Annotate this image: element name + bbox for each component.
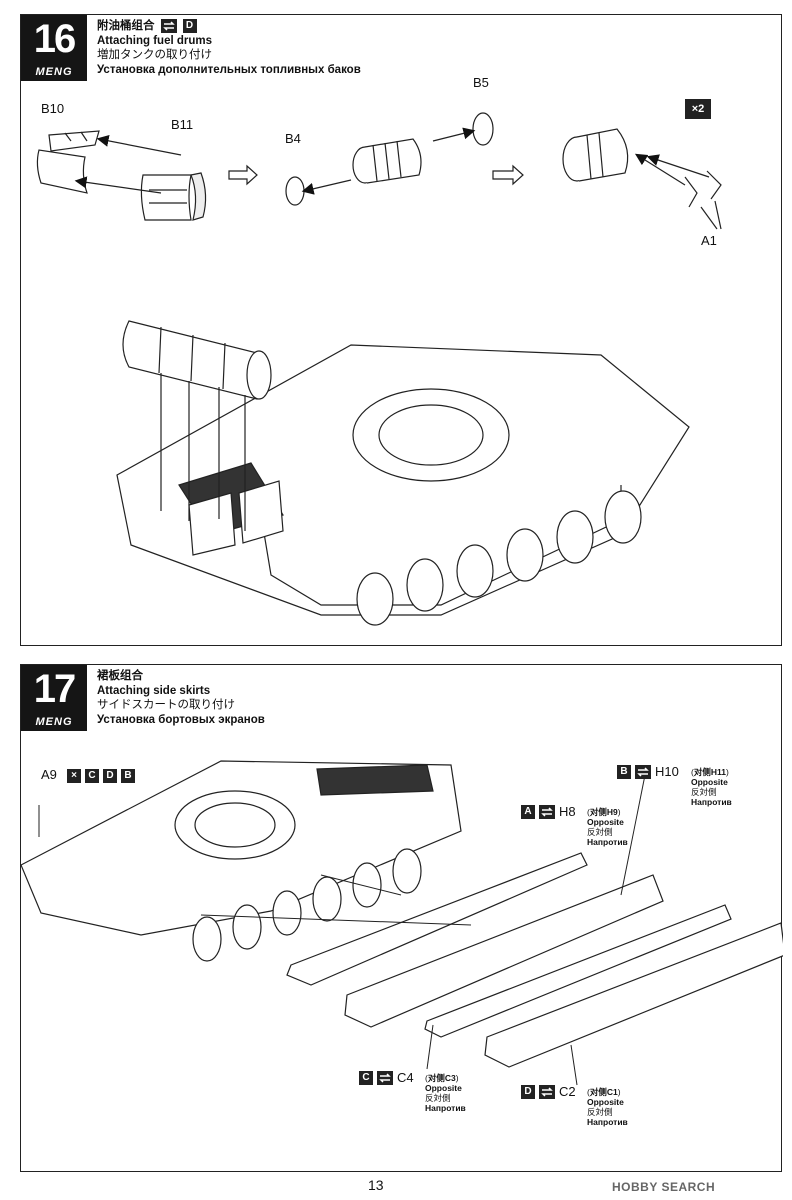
variant-letter-badge: D — [521, 1085, 535, 1099]
variant-letter-badge: C — [85, 769, 99, 783]
opposite-note-h11: (对侧H11) Opposite 反対側 Напротив — [691, 767, 732, 807]
swap-icon — [539, 805, 555, 819]
part-label-b11: B11 — [171, 117, 194, 132]
step-titles: 裙板组合 Attaching side skirts サイドスカートの取り付け … — [97, 669, 265, 727]
swap-icon — [377, 1071, 393, 1085]
watermark: HOBBY SEARCH — [612, 1180, 716, 1194]
variant-letter-badge: C — [359, 1071, 373, 1085]
opposite-note-c3: (对侧C3) Opposite 反対側 Напротив — [425, 1073, 466, 1113]
part-label-b5: B5 — [473, 75, 489, 90]
side-skirt-assembly-illustration — [21, 760, 783, 1086]
title-cn: 裙板组合 — [97, 670, 143, 682]
variant-letter-badge: D — [182, 19, 197, 34]
step-titles: 附油桶组合 D Attaching fuel drums 増加タンクの取り付け … — [97, 19, 361, 77]
cross-icon: × — [67, 769, 81, 783]
part-label-a9: A9 — [41, 767, 57, 782]
title-en: Attaching fuel drums — [97, 34, 213, 47]
page-number: 13 — [368, 1177, 384, 1193]
opposite-note-c1: (对侧C1) Opposite 反対側 Напротив — [587, 1087, 628, 1127]
variant-letter-badge: B — [121, 769, 135, 783]
part-label-a1: A1 — [701, 233, 717, 248]
title-jp: サイドスカートの取り付け — [97, 699, 235, 711]
title-ru: Установка бортовых экранов — [97, 713, 265, 726]
title-ru: Установка дополнительных топливных баков — [97, 63, 361, 76]
title-cn: 附油桶组合 — [97, 20, 155, 32]
step-17-panel: 17 MENG 裙板组合 Attaching side skirts サイドスカ… — [20, 664, 783, 1172]
part-label-b4: B4 — [285, 131, 301, 146]
swap-icon — [635, 765, 651, 779]
swap-icon — [160, 19, 177, 34]
variant-letter-badge: A — [521, 805, 535, 819]
fuel-drum-assembly-illustration — [36, 112, 722, 626]
variant-letter-badge: B — [617, 765, 631, 779]
quantity-badge: ×2 — [685, 99, 711, 119]
step-16-panel: 16 MENG 附油桶组合 D Attaching fuel drums 増加タ… — [20, 14, 782, 646]
title-jp: 増加タンクの取り付け — [97, 49, 212, 61]
part-label-h10: H10 — [655, 764, 679, 779]
opposite-note-h9: (对侧H9) Opposite 反対側 Напротив — [587, 807, 628, 847]
step-number: 17 — [33, 667, 77, 711]
part-label-h8: H8 — [559, 804, 576, 819]
title-en: Attaching side skirts — [97, 684, 211, 697]
part-label-c2: C2 — [559, 1084, 576, 1099]
swap-icon — [539, 1085, 555, 1099]
step-badge: 17 MENG — [21, 665, 87, 731]
brand-logo: MENG — [35, 716, 73, 728]
step-badge: 16 MENG — [21, 15, 87, 81]
step-number: 16 — [33, 17, 77, 61]
part-label-c4: C4 — [397, 1070, 414, 1085]
part-label-b10: B10 — [41, 101, 65, 116]
brand-logo: MENG — [35, 66, 73, 78]
variant-letter-badge: D — [103, 769, 117, 783]
